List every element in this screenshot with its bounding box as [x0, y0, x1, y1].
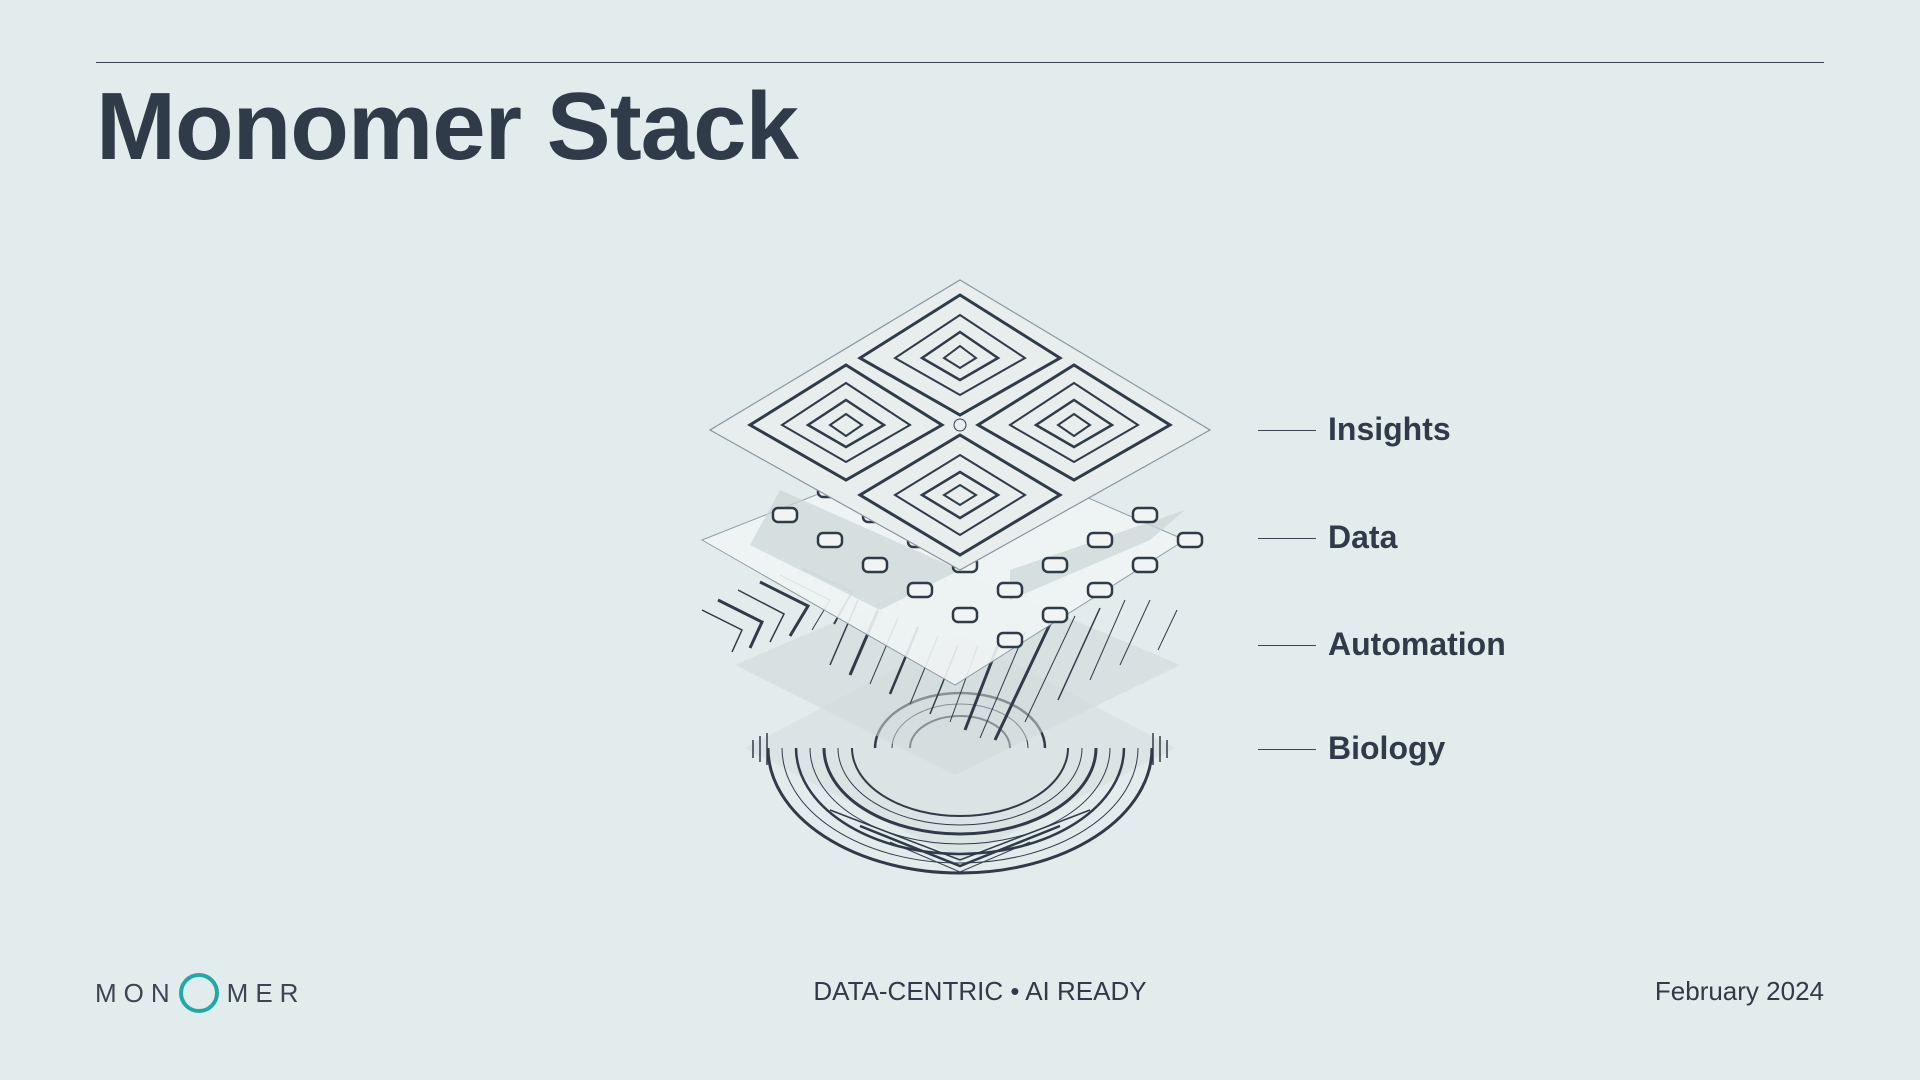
leader-line: [1258, 645, 1316, 646]
layer-label-text: Insights: [1328, 411, 1451, 447]
insights-tile-bottom: [857, 433, 1063, 557]
layer-label-text: Data: [1328, 519, 1398, 555]
monomer-stack-diagram: [700, 279, 1212, 875]
footer-date: February 2024: [1654, 976, 1824, 1006]
logo-text-right: MER: [226, 977, 306, 1008]
top-rule: [96, 62, 1824, 63]
monomer-logo: MON MER: [95, 970, 305, 1016]
layer-label-text: Automation: [1328, 626, 1506, 662]
insights-tile-left: [747, 363, 945, 482]
leader-line: [1258, 749, 1316, 750]
leader-line: [1258, 430, 1316, 431]
logo-text-left: MON: [95, 977, 177, 1008]
slide-title: Monomer Stack: [96, 73, 799, 180]
insights-layer: [708, 279, 1212, 571]
insights-tile-right: [975, 363, 1173, 482]
footer-tagline: DATA-CENTRIC • AI READY: [813, 976, 1147, 1006]
leader-line: [1258, 538, 1316, 539]
logo-ring-icon: [178, 973, 219, 1013]
layer-label-text: Biology: [1328, 730, 1446, 766]
insights-tile-top: [857, 293, 1063, 417]
